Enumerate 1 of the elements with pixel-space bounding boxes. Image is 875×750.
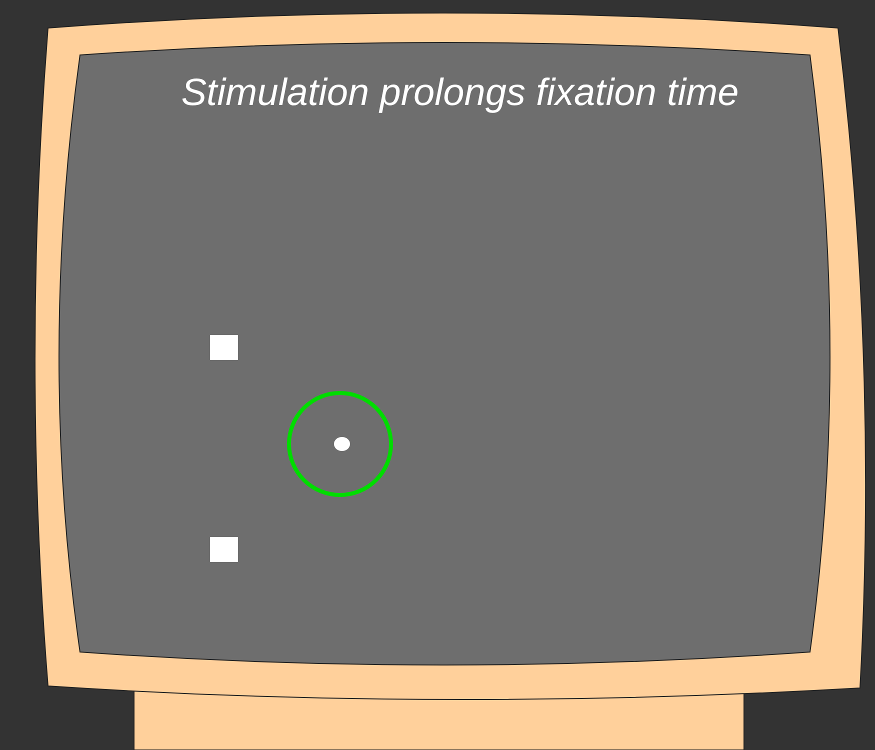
title: Stimulation prolongs fixation time <box>180 72 740 115</box>
